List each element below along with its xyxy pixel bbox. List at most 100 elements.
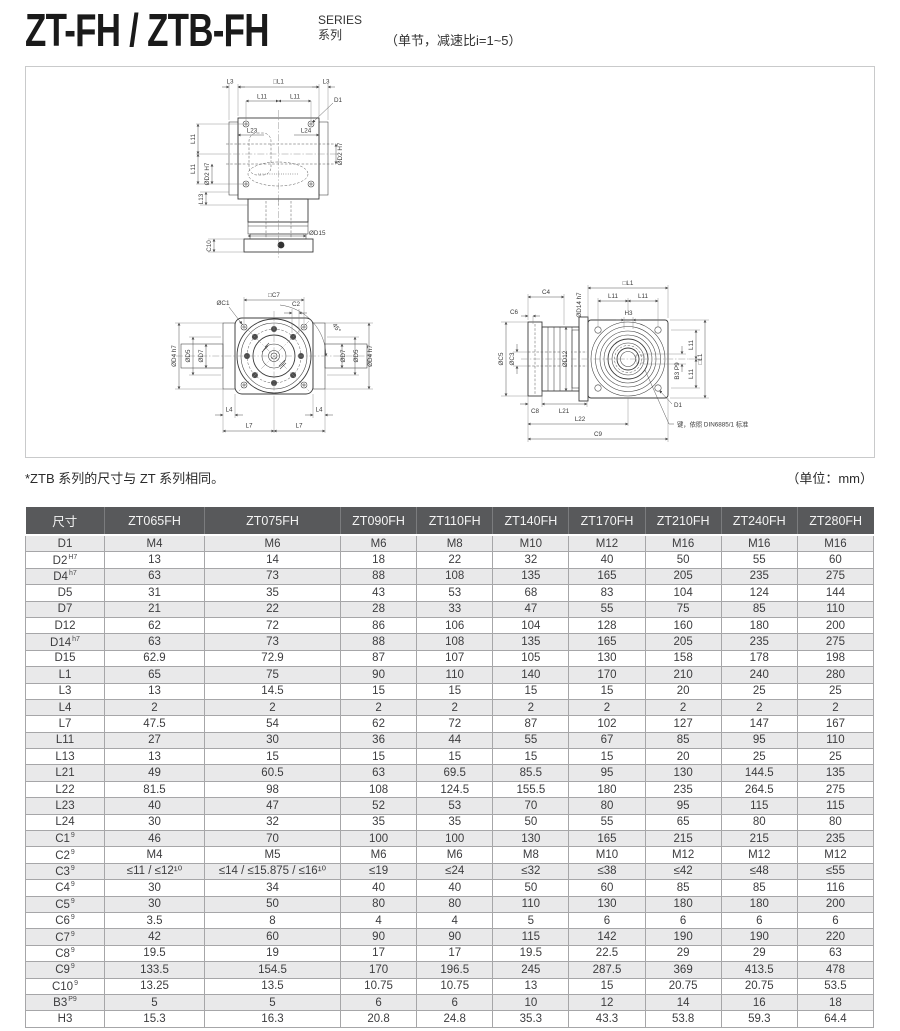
value-cell: 73 [204, 633, 341, 651]
value-cell: 60 [204, 928, 341, 946]
value-cell: 5 [492, 911, 570, 930]
value-cell: 29 [644, 944, 722, 963]
value-cell: 2 [104, 698, 205, 717]
value-cell: 102 [568, 715, 646, 733]
value-cell: 10 [492, 993, 570, 1012]
dim-label-d12: ØD12 [562, 350, 569, 367]
value-cell: 144.5 [720, 764, 798, 782]
value-cell: 88 [339, 567, 418, 586]
value-cell: 50 [204, 895, 341, 913]
value-cell: M6 [204, 534, 341, 553]
value-cell: 135 [492, 567, 570, 586]
value-cell: 65 [104, 666, 205, 684]
dimension-cell: L3 [25, 682, 105, 700]
value-cell: M8 [416, 534, 494, 553]
value-cell: 70 [204, 830, 341, 848]
dim-label-d4-right: ØD4 h7 [367, 345, 374, 367]
value-cell: 104 [644, 584, 722, 602]
value-cell: 215 [720, 830, 798, 848]
value-cell: 275 [796, 780, 875, 799]
value-cell: 16.3 [204, 1010, 341, 1028]
dimension-cell: L7 [25, 715, 105, 733]
value-cell: 158 [644, 649, 722, 668]
dimension-cell: L4 [25, 698, 105, 717]
value-cell: 2 [568, 698, 646, 717]
note-row: *ZTB 系列的尺寸与 ZT 系列相同。 （单位：mm） [25, 468, 873, 487]
value-cell: 62.9 [104, 649, 205, 668]
dimension-cell: C69 [25, 911, 105, 930]
dimension-cell: C109 [25, 977, 105, 995]
dim-label-d2-left: ØD2 H7 [204, 162, 211, 185]
value-cell: ≤32 [492, 862, 570, 881]
ztb-equivalence-note: *ZTB 系列的尺寸与 ZT 系列相同。 [25, 471, 225, 486]
value-cell: 80 [796, 813, 875, 832]
value-cell: 165 [568, 567, 646, 586]
dim-label-l11-left-2: L11 [190, 163, 197, 174]
value-cell: M10 [568, 846, 646, 864]
value-cell: 85 [644, 879, 722, 897]
value-cell: 4 [416, 911, 494, 930]
value-cell: 42 [104, 928, 205, 946]
value-cell: 135 [492, 633, 570, 651]
value-cell: 62 [104, 616, 205, 635]
value-cell: 63 [104, 567, 205, 586]
series-label-zh: 系列 [318, 28, 343, 42]
value-cell: 110 [416, 666, 494, 684]
dim-label-c4: C4 [542, 289, 551, 296]
value-cell: 124.5 [416, 780, 494, 799]
value-cell: 6 [416, 993, 494, 1012]
value-cell: 19.5 [104, 944, 205, 963]
value-cell: 63 [104, 633, 205, 651]
dim-label-l4-right: L4 [315, 407, 323, 414]
value-cell: ≤42 [644, 862, 722, 881]
value-cell: 235 [796, 830, 875, 848]
value-cell: 478 [796, 961, 875, 979]
value-cell: 25 [720, 748, 798, 766]
value-cell: 28 [339, 600, 418, 618]
value-cell: 235 [644, 780, 722, 799]
value-cell: 13 [104, 748, 205, 766]
value-cell: 95 [644, 797, 722, 815]
value-cell: 190 [644, 928, 722, 946]
dimension-cell: L21 [25, 764, 105, 782]
value-cell: 135 [796, 764, 875, 782]
value-cell: 20 [644, 682, 722, 700]
dim-label-l1: □L1 [273, 79, 284, 86]
dimension-cell: L24 [25, 813, 105, 832]
value-cell: 130 [568, 649, 646, 668]
model-column-header: ZT140FH [492, 507, 569, 536]
value-cell: M4 [104, 534, 205, 553]
value-cell: 85 [644, 731, 722, 750]
value-cell: 30 [104, 879, 205, 897]
value-cell: M6 [339, 534, 418, 553]
front-view-drawing: □C7 ØC1 C2 45° ØD4 h7 ØD5 ØD7 ØD7 ØD5 ØD… [171, 292, 374, 433]
dim-label-d7-right: ØD7 [340, 349, 347, 362]
value-cell: 17 [339, 944, 418, 963]
value-cell: 40 [568, 551, 646, 569]
value-cell: 75 [204, 666, 341, 684]
value-cell: 19.5 [492, 944, 570, 963]
value-cell: 108 [339, 780, 418, 799]
value-cell: 54 [204, 715, 341, 733]
value-cell: 43 [339, 584, 418, 602]
value-cell: 35.3 [492, 1010, 570, 1028]
value-cell: 18 [796, 993, 875, 1012]
value-cell: 33 [416, 600, 494, 618]
dimension-cell: C99 [25, 961, 105, 979]
value-cell: 85 [720, 600, 798, 618]
value-cell: 200 [796, 895, 875, 913]
value-cell: 2 [796, 698, 875, 717]
value-cell: 108 [416, 633, 494, 651]
value-cell: 60 [568, 879, 646, 897]
value-cell: 85.5 [492, 764, 570, 782]
value-cell: 53 [416, 584, 494, 602]
value-cell: 190 [720, 928, 798, 946]
